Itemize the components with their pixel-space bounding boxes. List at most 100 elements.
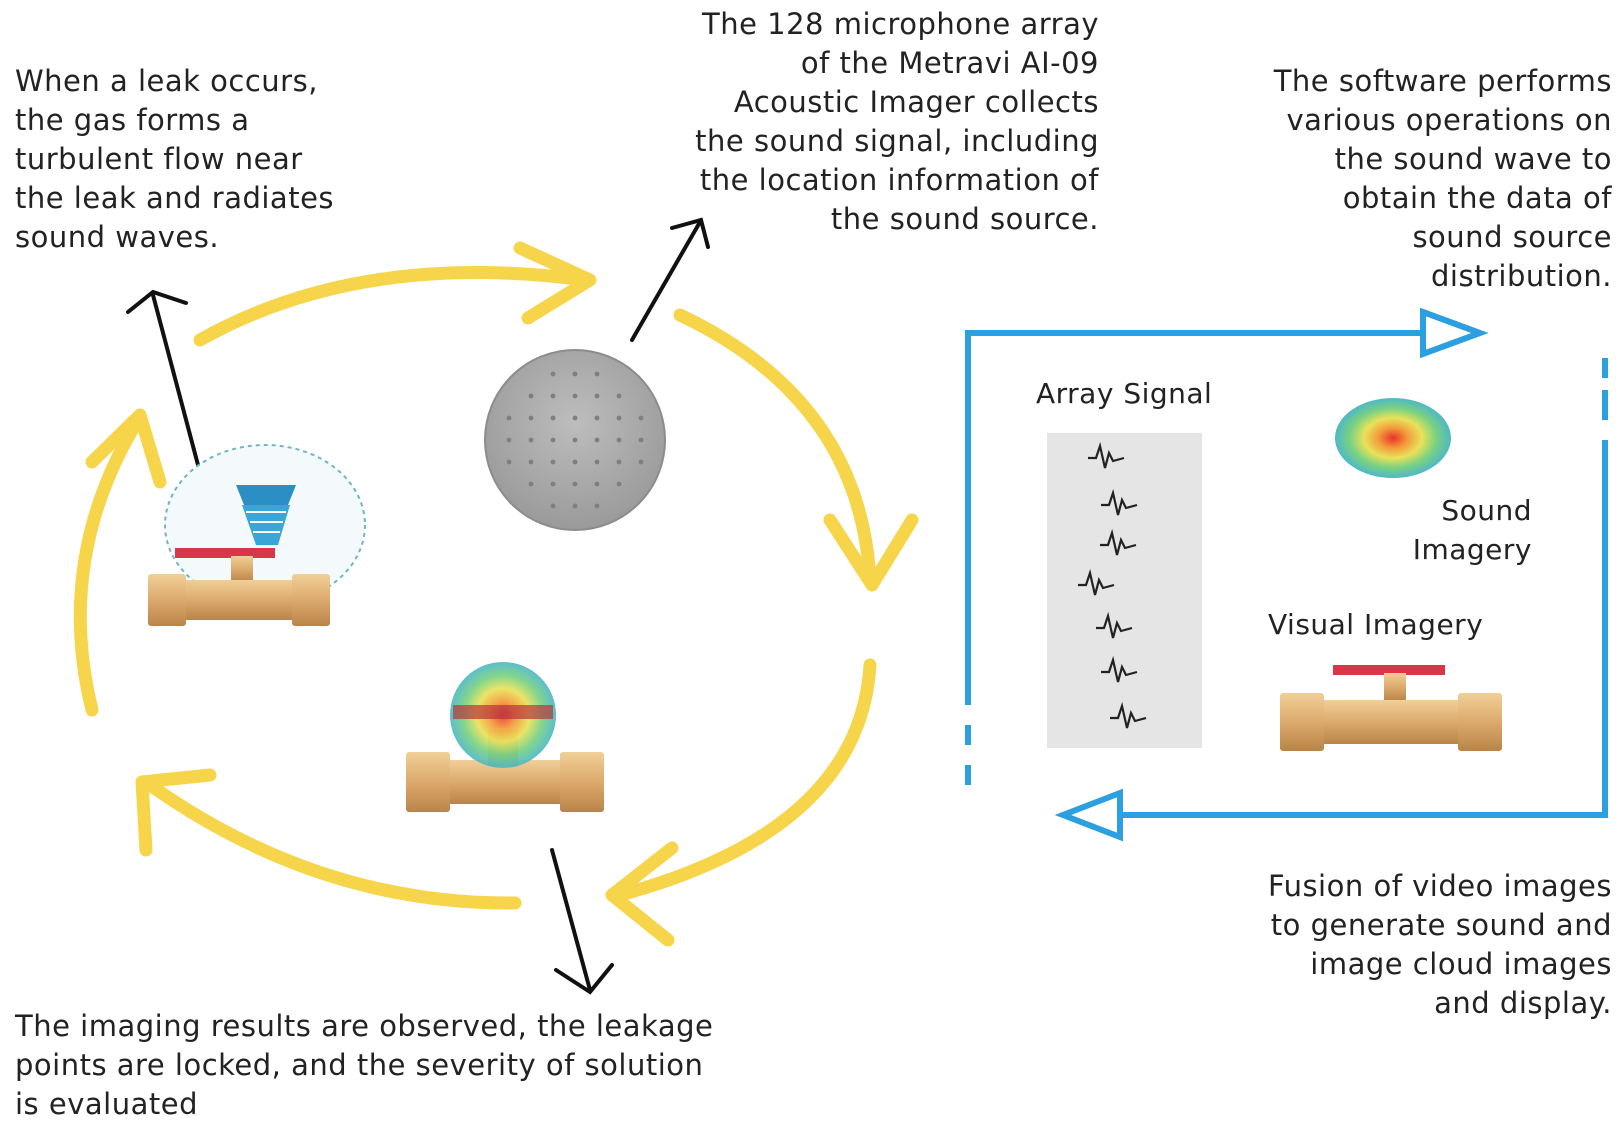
- mic-hole: [594, 459, 600, 465]
- mic-hole: [572, 459, 578, 465]
- cycle-arrow-right-head: [823, 513, 919, 592]
- result-line: is evaluated: [15, 1087, 198, 1121]
- software-line: distribution.: [1431, 259, 1612, 293]
- cycle-arrows: [73, 241, 919, 947]
- mic-hole: [572, 371, 578, 377]
- leak-pipe-illustration: [148, 444, 366, 626]
- mic-hole: [550, 437, 556, 443]
- mic-hole: [638, 459, 644, 465]
- leak-line: turbulent flow near: [15, 142, 303, 176]
- mic-hole: [638, 415, 644, 421]
- result-line: points are locked, and the severity of s…: [15, 1048, 704, 1082]
- fusion-description: Fusion of video images to generate sound…: [1268, 867, 1612, 1023]
- array-description: The 128 microphone array of the Metravi …: [695, 5, 1099, 239]
- mic-hole: [616, 481, 622, 487]
- mic-hole: [594, 415, 600, 421]
- cycle-arrow-bottom-left-head: [135, 768, 217, 857]
- array-line: the sound signal, including: [695, 124, 1099, 158]
- mic-hole: [550, 371, 556, 377]
- fusion-line: Fusion of video images: [1267, 869, 1612, 903]
- leak-line: the leak and radiates: [15, 181, 335, 215]
- fusion-line: image cloud images: [1310, 947, 1612, 981]
- mic-hole: [528, 437, 534, 443]
- cycle-arrow-top-left: [193, 266, 592, 347]
- sound-imagery-line: Imagery: [1412, 533, 1532, 566]
- signal-waveform-icon: [1088, 441, 1125, 469]
- mic-hole: [572, 415, 578, 421]
- mic-hole: [550, 393, 556, 399]
- mic-hole: [550, 481, 556, 487]
- cycle-arrow-bottom-right: [613, 658, 877, 902]
- valve-handle: [175, 548, 275, 558]
- array-line: the location information of: [699, 163, 1099, 197]
- signal-waveform-icon: [1096, 611, 1133, 639]
- cycle-arrow-right: [673, 308, 877, 587]
- cycle-arrow-left: [73, 418, 142, 717]
- leak-line: sound waves.: [15, 220, 220, 254]
- signal-waveform-icon: [1078, 568, 1115, 596]
- pointer-arrows: [126, 217, 710, 995]
- array-signal-box: [1047, 433, 1202, 748]
- mic-hole: [506, 415, 512, 421]
- result-description: The imaging results are observed, the le…: [15, 1007, 713, 1124]
- software-line: sound source: [1412, 220, 1612, 254]
- panel-frame: [965, 307, 1608, 842]
- cycle-arrow-left-head: [85, 408, 167, 489]
- mic-hole: [572, 481, 578, 487]
- mic-hole: [616, 459, 622, 465]
- array-signal-label: Array Signal: [1036, 377, 1213, 410]
- array-line: Acoustic Imager collects: [733, 85, 1099, 119]
- mic-hole: [594, 481, 600, 487]
- software-line: The software performs: [1273, 64, 1612, 98]
- cycle-arrow-top-left-head: [513, 241, 597, 325]
- mic-hole: [506, 459, 512, 465]
- fusion-line: and display.: [1434, 986, 1612, 1020]
- mic-hole: [572, 437, 578, 443]
- mic-hole: [550, 503, 556, 509]
- mic-hole: [550, 459, 556, 465]
- sound-imagery-blob: [1335, 398, 1451, 478]
- mic-hole: [528, 393, 534, 399]
- mic-hole: [638, 437, 644, 443]
- leak-line: When a leak occurs,: [15, 64, 318, 98]
- signal-waveform-icon: [1101, 655, 1138, 683]
- mic-hole: [572, 503, 578, 509]
- mic-hole: [528, 481, 534, 487]
- sound-imagery-line: Sound: [1441, 494, 1532, 527]
- mic-hole: [616, 415, 622, 421]
- result-line: The imaging results are observed, the le…: [15, 1009, 714, 1043]
- mic-hole: [528, 415, 534, 421]
- valve-stem: [231, 556, 253, 582]
- microphone-array-disc: [484, 349, 666, 531]
- software-line: various operations on: [1286, 103, 1612, 137]
- mic-hole: [506, 437, 512, 443]
- leak-description: When a leak occurs, the gas forms a turb…: [15, 62, 334, 257]
- cycle-arrow-bottom-left: [143, 778, 522, 910]
- mic-hole: [616, 437, 622, 443]
- gas-nozzle-icon: [236, 485, 296, 545]
- software-line: the sound wave to: [1334, 142, 1612, 176]
- array-line: The 128 microphone array: [701, 7, 1099, 41]
- cycle-arrow-bottom-right-head: [605, 841, 679, 947]
- mic-hole: [572, 393, 578, 399]
- signal-waveform-icon: [1100, 528, 1137, 556]
- software-description: The software performs various operations…: [1274, 62, 1612, 296]
- sound-imagery-label: Sound Imagery: [1413, 491, 1532, 569]
- mic-hole: [594, 437, 600, 443]
- mic-hole: [616, 393, 622, 399]
- array-line: of the Metravi AI-09: [800, 46, 1099, 80]
- signal-waveform-icon: [1101, 488, 1138, 516]
- visual-imagery-pipe: [1280, 665, 1502, 751]
- array-line: the sound source.: [830, 202, 1099, 236]
- signal-waveform-icon: [1110, 701, 1147, 729]
- mic-hole: [594, 393, 600, 399]
- visual-imagery-label: Visual Imagery: [1268, 608, 1484, 641]
- software-line: obtain the data of: [1342, 181, 1612, 215]
- mic-hole: [550, 415, 556, 421]
- mic-hole: [528, 459, 534, 465]
- leak-line: the gas forms a: [15, 103, 250, 137]
- mic-hole: [594, 503, 600, 509]
- result-pipe-illustration: [406, 662, 604, 812]
- mic-hole: [594, 371, 600, 377]
